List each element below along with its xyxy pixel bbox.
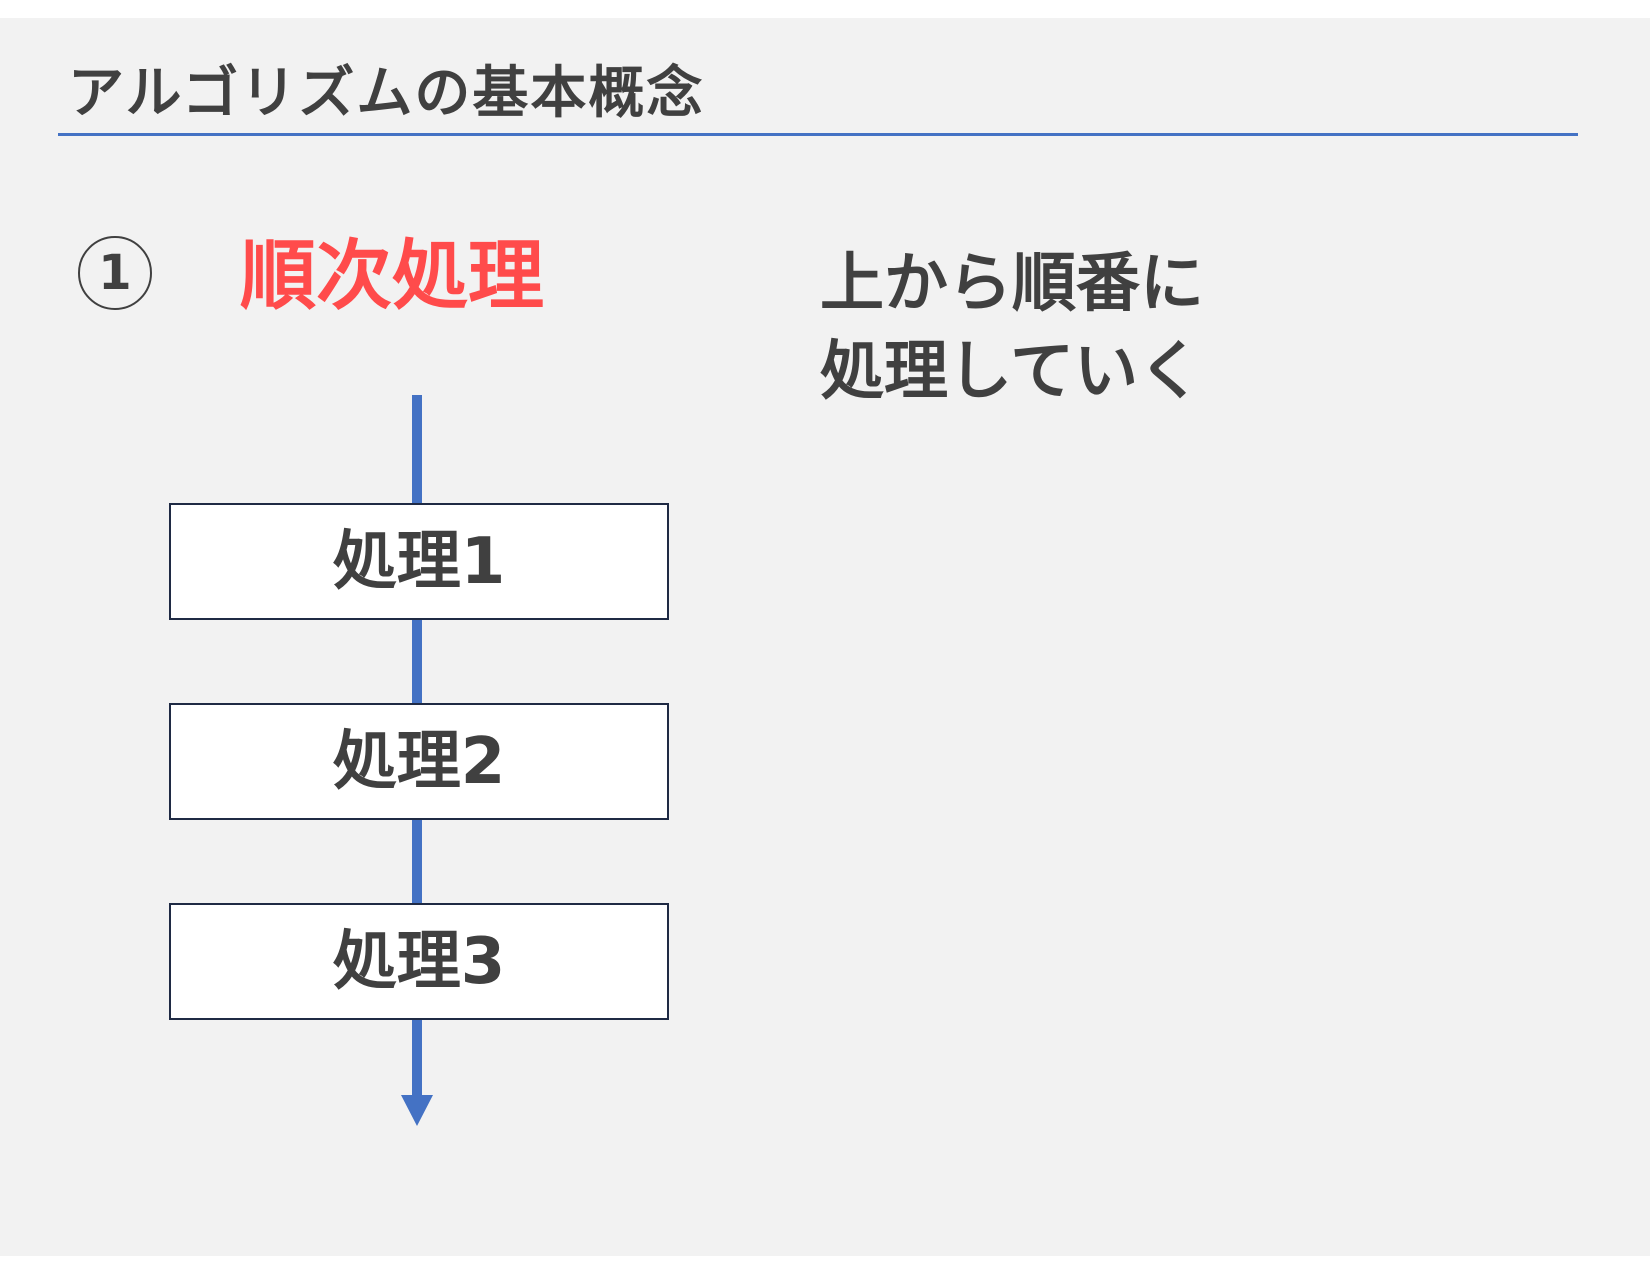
slide: アルゴリズムの基本概念 1 順次処理 上から順番に 処理していく 処理1 処理2…	[0, 18, 1650, 1256]
process-box-3: 処理3	[169, 903, 669, 1020]
process-label-1: 処理1	[332, 524, 506, 599]
description-line-2: 処理していく	[820, 335, 1203, 409]
section-number-badge: 1	[78, 236, 152, 310]
process-label-2: 処理2	[332, 724, 506, 799]
process-box-1: 処理1	[169, 503, 669, 620]
slide-title: アルゴリズムの基本概念	[68, 61, 705, 126]
process-box-2: 処理2	[169, 703, 669, 820]
description-line-1: 上から順番に	[820, 247, 1204, 321]
section-title: 順次処理	[240, 231, 544, 320]
title-underline	[58, 133, 1578, 136]
section-number: 1	[98, 245, 132, 301]
description: 上から順番に 処理していく	[820, 240, 1380, 416]
process-label-3: 処理3	[332, 924, 506, 999]
flow-arrows	[401, 395, 433, 1126]
arrow-head-icon	[401, 1095, 433, 1126]
